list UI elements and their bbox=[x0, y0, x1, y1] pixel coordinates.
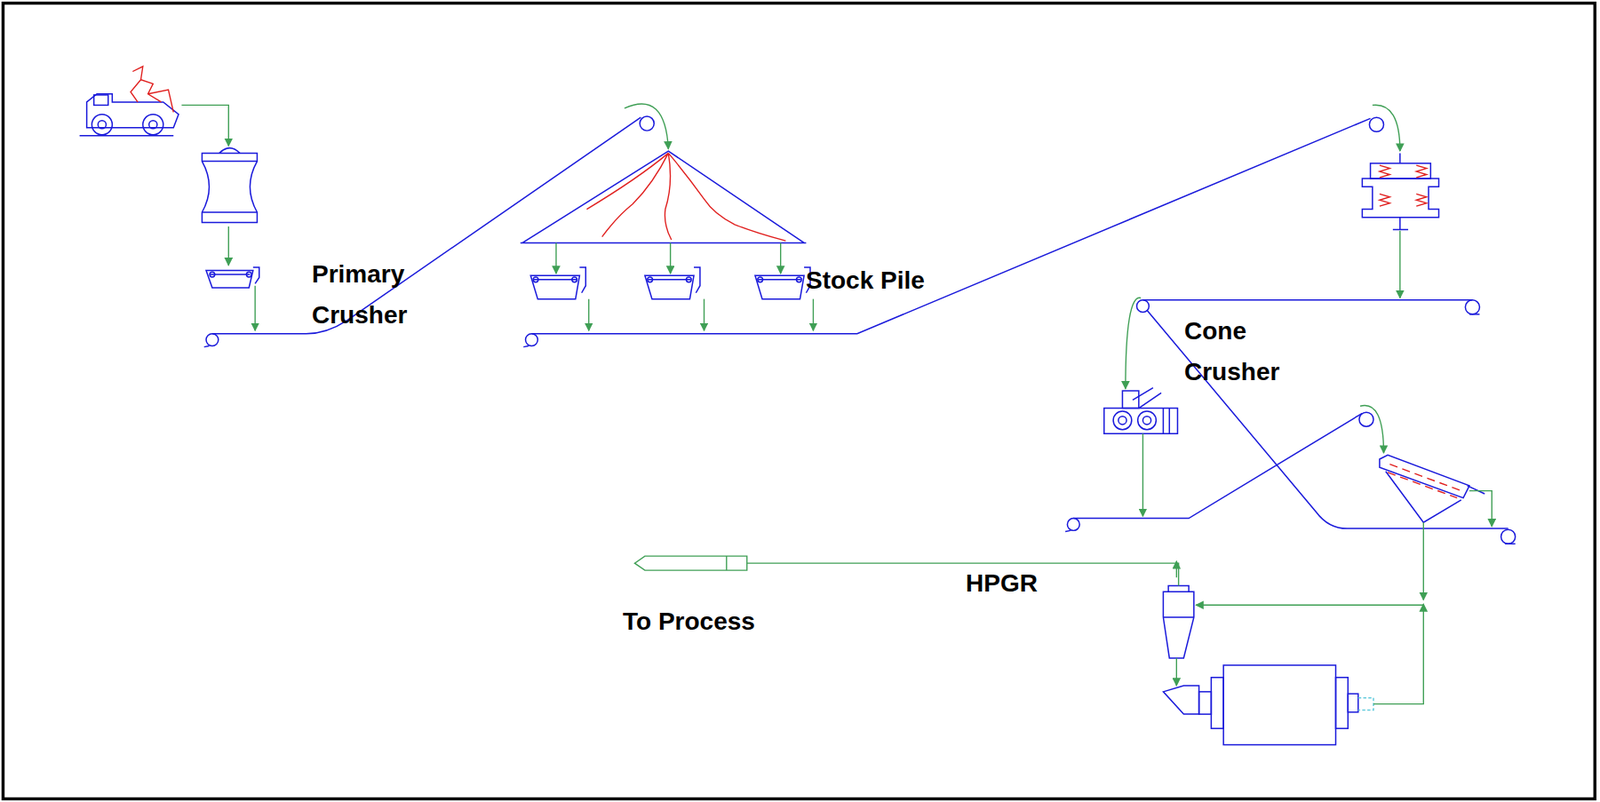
equipment bbox=[79, 94, 1516, 746]
equipment-label: HPGR bbox=[965, 563, 1108, 605]
material-flow bbox=[181, 103, 1492, 705]
frame bbox=[2, 3, 1595, 800]
equipment-label: Cone Crusher bbox=[1184, 310, 1340, 393]
equipment-label: Stock Pile bbox=[805, 260, 1037, 302]
ore-detail bbox=[130, 66, 1462, 499]
equipment-label: Primary Crusher bbox=[311, 254, 468, 336]
equipment-label: To Process bbox=[622, 601, 854, 643]
